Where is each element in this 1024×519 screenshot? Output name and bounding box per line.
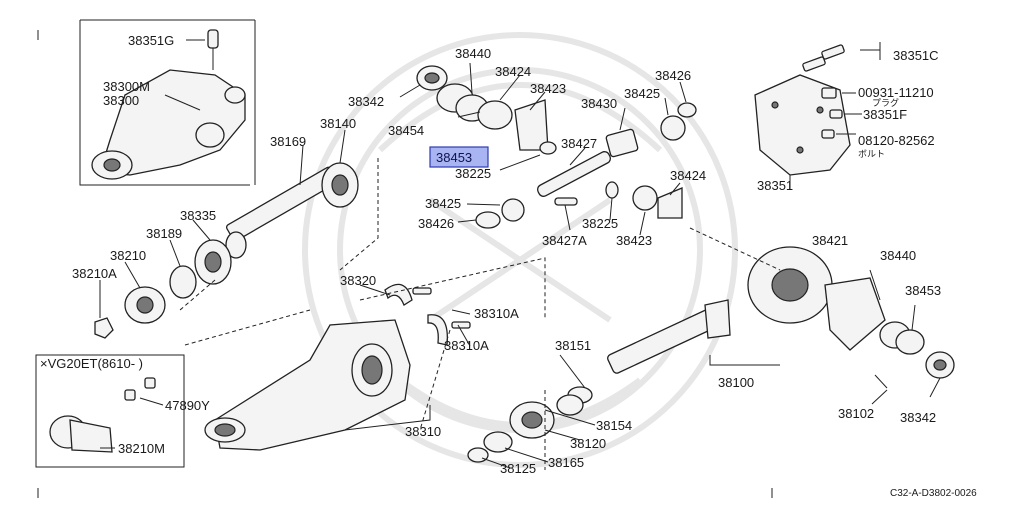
label-38210A: 38210A: [72, 266, 117, 281]
label-38310: 38310: [405, 424, 441, 439]
rear-cover-group: [754, 42, 881, 190]
label-38351: 38351: [757, 178, 793, 193]
label-38440-right: 38440: [880, 248, 916, 263]
label-38320: 38320: [340, 273, 376, 288]
label-38424-mid: 38424: [670, 168, 706, 183]
label-38300M: 38300M: [103, 79, 150, 94]
axle-assembly-group: [94, 158, 379, 339]
label-38454: 38454: [388, 123, 424, 138]
drain-plug-icon: [207, 29, 219, 49]
carrier-housing-group: [184, 257, 546, 451]
label-38453-highlighted[interactable]: 38453: [436, 150, 472, 165]
label-47890Y: 47890Y: [165, 398, 210, 413]
label-38342-right: 38342: [900, 410, 936, 425]
label-00931-11210: 00931-11210: [858, 85, 934, 100]
label-38310A-b: 38310A: [444, 338, 489, 353]
label-38225-mid: 38225: [582, 216, 618, 231]
label-38427: 38427: [561, 136, 597, 151]
variant-box: [35, 354, 185, 468]
label-38426-top: 38426: [655, 68, 691, 83]
label-38154: 38154: [596, 418, 632, 433]
label-38140: 38140: [320, 116, 356, 131]
label-38210: 38210: [110, 248, 146, 263]
label-bolt: ボルト: [858, 149, 885, 159]
label-38300: 38300: [103, 93, 139, 108]
label-38335: 38335: [180, 208, 216, 223]
pinion-group: [467, 299, 780, 470]
ring-gear-group: [689, 227, 955, 389]
label-38427A: 38427A: [542, 233, 587, 248]
label-38100: 38100: [718, 375, 754, 390]
label-38351F: 38351F: [863, 107, 907, 122]
rear-cover: [754, 74, 851, 176]
part-labels: 38351G 38300M 38300 38342 38440 38424 38…: [40, 33, 977, 499]
label-38151: 38151: [555, 338, 591, 353]
label-38453-right: 38453: [905, 283, 941, 298]
label-08120-82562: 08120-82562: [858, 133, 935, 148]
label-38421: 38421: [812, 233, 848, 248]
leader-lines: [99, 62, 941, 469]
label-38125: 38125: [500, 461, 536, 476]
housing-assembly-group: [79, 19, 256, 186]
label-38120: 38120: [570, 436, 606, 451]
label-38189: 38189: [146, 226, 182, 241]
label-38165: 38165: [548, 455, 584, 470]
label-38210M: 38210M: [118, 441, 165, 456]
diagram-code: C32-A-D3802-0026: [890, 488, 977, 499]
label-38351G: 38351G: [128, 33, 174, 48]
label-38351C: 38351C: [893, 48, 939, 63]
label-38342-top: 38342: [348, 94, 384, 109]
label-38102: 38102: [838, 406, 874, 421]
label-38423-mid: 38423: [616, 233, 652, 248]
label-38440-top: 38440: [455, 46, 491, 61]
label-38424-top: 38424: [495, 64, 531, 79]
label-38425-top: 38425: [624, 86, 660, 101]
label-38423-top: 38423: [530, 81, 566, 96]
label-plug: プラグ: [872, 97, 899, 108]
label-38169: 38169: [270, 134, 306, 149]
label-38426-mid: 38426: [418, 216, 454, 231]
label-38425-mid: 38425: [425, 196, 461, 211]
side-gear-group: [416, 65, 697, 229]
label-38310A-a: 38310A: [474, 306, 519, 321]
highlight-box: [429, 146, 489, 168]
label-38225-top: 38225: [455, 166, 491, 181]
label-variant-note: ×VG20ET(8610- ): [40, 356, 143, 371]
label-38430: 38430: [581, 96, 617, 111]
